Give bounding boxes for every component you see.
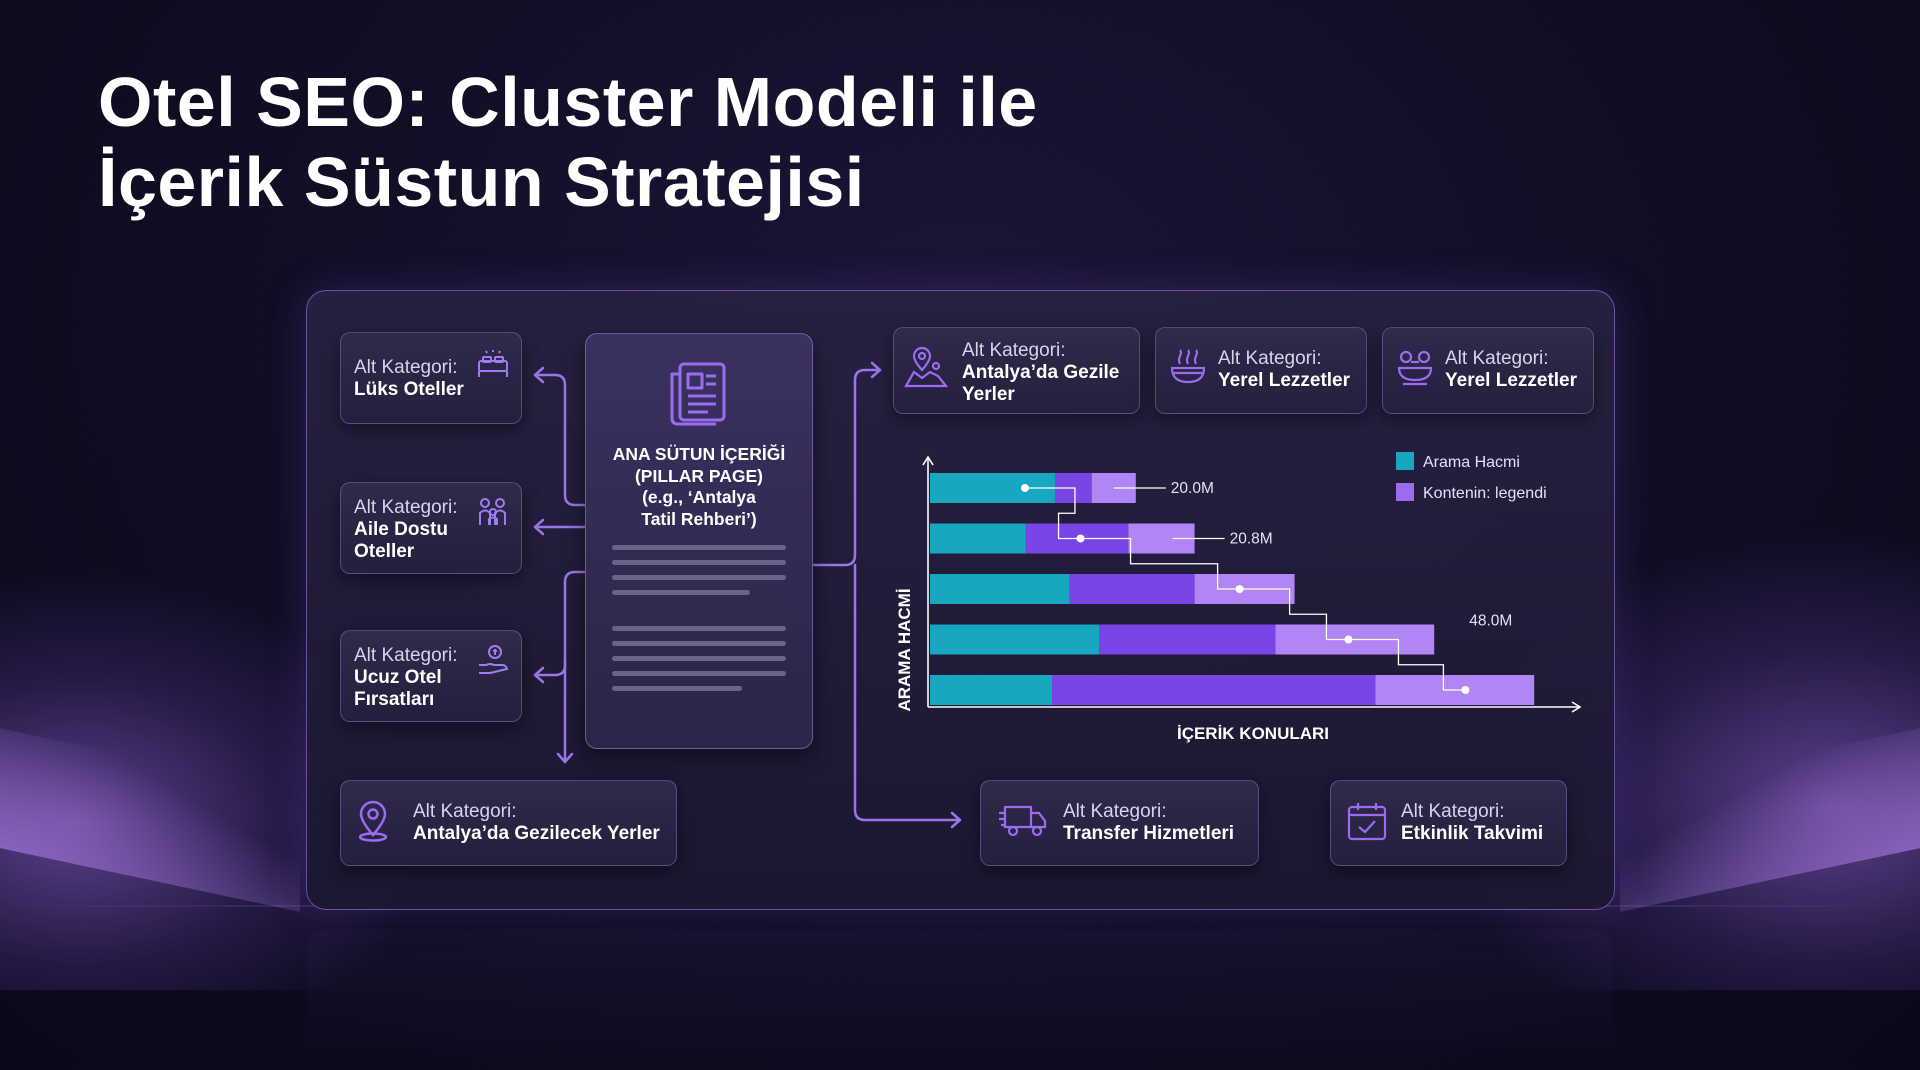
card-value-line-1: Aile Dostu (354, 519, 448, 540)
money-hand-icon (479, 645, 509, 674)
text-line (612, 686, 742, 691)
bar-5-segment-1 (930, 675, 1053, 705)
card-luks-oteller[interactable]: Alt Kategori: Lüks Oteller (340, 332, 522, 424)
legend-swatch-1 (1396, 452, 1414, 470)
bar-3-segment-1 (930, 574, 1070, 604)
card-value-line-2: Oteller (354, 541, 415, 562)
card-label: Alt Kategori: (413, 801, 517, 822)
card-antalya-gezilecek-yerler[interactable]: Alt Kategori: Antalya’da Gezilecek Yerle… (340, 780, 677, 866)
y-axis-arrow (922, 455, 934, 466)
bar-3-segment-2 (1069, 574, 1195, 604)
pillar-title: ANA SÜTUN İÇERİĞİ (PILLAR PAGE) (e.g., ‘… (586, 444, 812, 530)
food-bowl-icon (1170, 349, 1206, 384)
text-line (612, 560, 786, 565)
panel-reflection (306, 930, 1613, 1070)
text-line (612, 545, 786, 550)
text-line (612, 671, 786, 676)
legend-swatch-2 (1396, 483, 1414, 501)
card-etkinlik-takvimi[interactable]: Alt Kategori: Etkinlik Takvimi (1330, 780, 1567, 866)
x-axis-arrow (1571, 701, 1582, 713)
card-value-line-1: Ucuz Otel (354, 667, 442, 688)
truck-icon (999, 805, 1047, 837)
pillar-title-line-3: (e.g., ‘Antalya (642, 487, 756, 507)
text-line (612, 575, 786, 580)
card-value: Etkinlik Takvimi (1401, 823, 1544, 844)
calendar-check-icon (1347, 803, 1387, 841)
trend-point-2 (1076, 534, 1085, 543)
card-yerel-lezzetler-2[interactable]: Alt Kategori: Yerel Lezzetler (1382, 327, 1594, 414)
legend-label-2: Kontenin: legendi (1423, 485, 1547, 502)
card-aile-dostu-oteller[interactable]: Alt Kategori: Aile Dostu Oteller (340, 482, 522, 574)
location-pin-icon (358, 800, 388, 842)
card-yerel-lezzetler-1[interactable]: Alt Kategori: Yerel Lezzetler (1155, 327, 1367, 414)
bar-1-annotation: 20.0M (1171, 480, 1214, 497)
bar-4-segment-2 (1099, 624, 1276, 655)
title-line-1: Otel SEO: Cluster Modeli ile (98, 63, 1038, 141)
card-label: Alt Kategori: (1063, 801, 1167, 822)
legend-label-1: Arama Hacmi (1423, 454, 1520, 471)
card-label: Alt Kategori: (354, 357, 458, 378)
chef-icon (1397, 350, 1433, 386)
card-value-line-2: Yerler (962, 384, 1015, 405)
text-line (612, 626, 786, 631)
chart-bars (930, 473, 1535, 705)
card-label: Alt Kategori: (1218, 348, 1322, 369)
pillar-page-card[interactable]: ANA SÜTUN İÇERİĞİ (PILLAR PAGE) (e.g., ‘… (585, 333, 813, 749)
card-value-line-1: Antalya’da Gezile (962, 362, 1120, 383)
document-icon (670, 362, 726, 426)
card-antalya-gezile-yerler[interactable]: Alt Kategori: Antalya’da Gezile Yerler (893, 327, 1140, 414)
text-line (612, 656, 786, 661)
title-line-2: İçerik Süstun Stratejisi (98, 143, 865, 221)
card-value-line-2: Fırsatları (354, 689, 435, 710)
trend-point-3 (1235, 585, 1244, 593)
card-value: Transfer Hizmetleri (1063, 823, 1235, 844)
trend-point-5 (1461, 686, 1470, 694)
card-ucuz-otel-firsatlari[interactable]: Alt Kategori: Ucuz Otel Fırsatları (340, 630, 522, 722)
card-label: Alt Kategori: (354, 497, 458, 518)
card-transfer-hizmetleri[interactable]: Alt Kategori: Transfer Hizmetleri (980, 780, 1259, 866)
bed-icon (478, 350, 508, 377)
bar-5-segment-2 (1052, 675, 1376, 705)
bar-2-annotation: 20.8M (1230, 531, 1273, 548)
card-label: Alt Kategori: (354, 645, 458, 666)
chart-axes (922, 455, 1582, 713)
card-value: Lüks Oteller (354, 379, 464, 400)
bar-4-annotation: 48.0M (1469, 613, 1512, 630)
chart-annotations: 20.0M 20.8M 48.0M (1020, 480, 1512, 694)
card-label: Alt Kategori: (962, 340, 1066, 361)
card-value: Yerel Lezzetler (1218, 370, 1351, 391)
text-line (612, 590, 750, 595)
pillar-title-line-2: (PILLAR PAGE) (634, 465, 763, 486)
trend-point-1 (1020, 484, 1029, 492)
pillar-title-line-1: ANA SÜTUN İÇERİĞİ (612, 444, 786, 464)
chart-x-axis-label: İÇERİK KONULARI (1177, 724, 1329, 743)
page-title: Otel SEO: Cluster Modeli ile İçerik Süst… (98, 62, 1038, 222)
card-label: Alt Kategori: (1401, 801, 1505, 822)
trend-point-4 (1344, 635, 1353, 644)
card-label: Alt Kategori: (1445, 348, 1549, 369)
card-value: Antalya’da Gezilecek Yerler (413, 823, 660, 844)
family-icon (479, 498, 506, 525)
bar-4-segment-1 (930, 624, 1100, 655)
bar-2-segment-1 (930, 523, 1026, 554)
card-value: Yerel Lezzetler (1445, 370, 1578, 391)
pillar-title-line-4: Tatil Rehberi’) (641, 508, 757, 529)
map-pin-icon (904, 346, 948, 388)
chart-y-axis-label: ARAMA HACMİ (895, 588, 914, 711)
text-line (612, 641, 786, 646)
